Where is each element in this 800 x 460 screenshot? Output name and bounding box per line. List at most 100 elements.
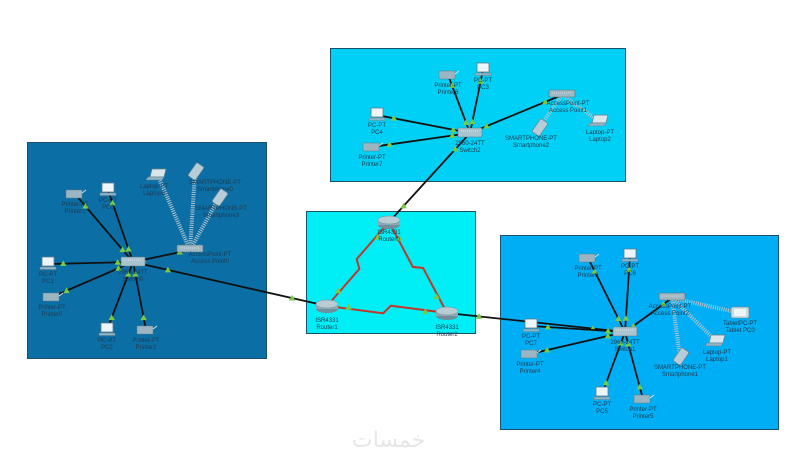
link-status-up-icon [625, 266, 633, 273]
link-switch0-router1[interactable] [132, 261, 328, 307]
link-switch1-printer5[interactable] [624, 331, 644, 400]
link-switch2-router0[interactable] [388, 132, 471, 223]
access-point-icon [658, 292, 686, 301]
serial-cable[interactable] [326, 304, 448, 315]
device-model-label: PC-PT [593, 402, 611, 408]
device-name-label: Switch0 [122, 277, 144, 283]
link-status-up-icon [544, 323, 552, 330]
link-switch2-printer7[interactable] [371, 132, 471, 148]
link-switch1-pc7[interactable] [530, 323, 626, 334]
link-switch0-printer0[interactable] [51, 261, 134, 298]
pc-icon [595, 386, 609, 397]
printer-icon [578, 253, 596, 263]
link-switch2-pc4[interactable] [376, 114, 471, 134]
link-switch0-printer1[interactable] [74, 193, 134, 263]
link-switch1-pc6[interactable] [622, 255, 633, 333]
link-switch0-printer2[interactable] [132, 261, 147, 331]
device-name-label: Printer2 [135, 345, 157, 351]
link-status-up-icon [449, 132, 456, 138]
link-status-up-icon [132, 271, 139, 277]
device-name-label: Printer4 [519, 369, 541, 375]
device-name-label: Printer3 [577, 273, 599, 279]
link-ap0-laptop0[interactable] [156, 175, 192, 251]
pc-icon [41, 256, 55, 267]
switch-icon [120, 256, 146, 267]
link-status-up-icon [400, 202, 407, 209]
link-switch1-printer3[interactable] [587, 257, 626, 333]
serial-cable[interactable] [326, 221, 390, 307]
link-switch0-pc1[interactable] [47, 259, 134, 267]
link-status-up-icon [450, 126, 457, 133]
ethernet-cable[interactable] [376, 114, 471, 134]
link-switch2-ap1[interactable] [469, 94, 563, 134]
link-status-up-icon [119, 246, 126, 253]
link-status-up-icon [469, 118, 476, 125]
link-switch0-pc2[interactable] [106, 261, 134, 331]
wireless-signal [671, 296, 741, 315]
ethernet-cable[interactable] [132, 261, 328, 307]
smartphone-icon [531, 118, 548, 137]
link-switch2-pc3[interactable] [469, 69, 484, 134]
link-status-up-icon [625, 340, 632, 347]
pc-icon [623, 248, 637, 259]
device-name-label: Router0 [378, 237, 400, 243]
serial-cable[interactable] [388, 221, 448, 314]
wireless-signal [670, 296, 719, 344]
smartphone-icon [672, 347, 689, 366]
link-router1-router2[interactable] [326, 304, 448, 315]
device-model-label: Printer-PT [574, 266, 602, 272]
smartphone-icon [211, 188, 228, 207]
device-model-label: SMARTPHONE-PT [189, 180, 241, 186]
printer-icon [438, 70, 456, 80]
printer-icon [65, 189, 83, 199]
link-status-up-icon [390, 115, 397, 121]
device-name-label: Smartphone0 [197, 187, 234, 193]
link-router0-router1[interactable] [326, 221, 390, 307]
link-switch2-printer6[interactable] [447, 74, 471, 134]
link-router0-router2[interactable] [388, 221, 448, 314]
link-ap2-laptop1[interactable] [670, 296, 719, 344]
device-name-label: PC1 [42, 279, 54, 285]
link-switch1-printer4[interactable] [529, 331, 626, 355]
link-switch1-pc5[interactable] [601, 331, 626, 395]
device-name-label: Switch1 [614, 347, 636, 353]
device-model-label: Laptop-PT [140, 184, 168, 190]
link-ap2-tablet0[interactable] [671, 296, 741, 315]
link-switch0-pc0[interactable] [107, 189, 134, 263]
smartphone-icon [187, 162, 204, 181]
